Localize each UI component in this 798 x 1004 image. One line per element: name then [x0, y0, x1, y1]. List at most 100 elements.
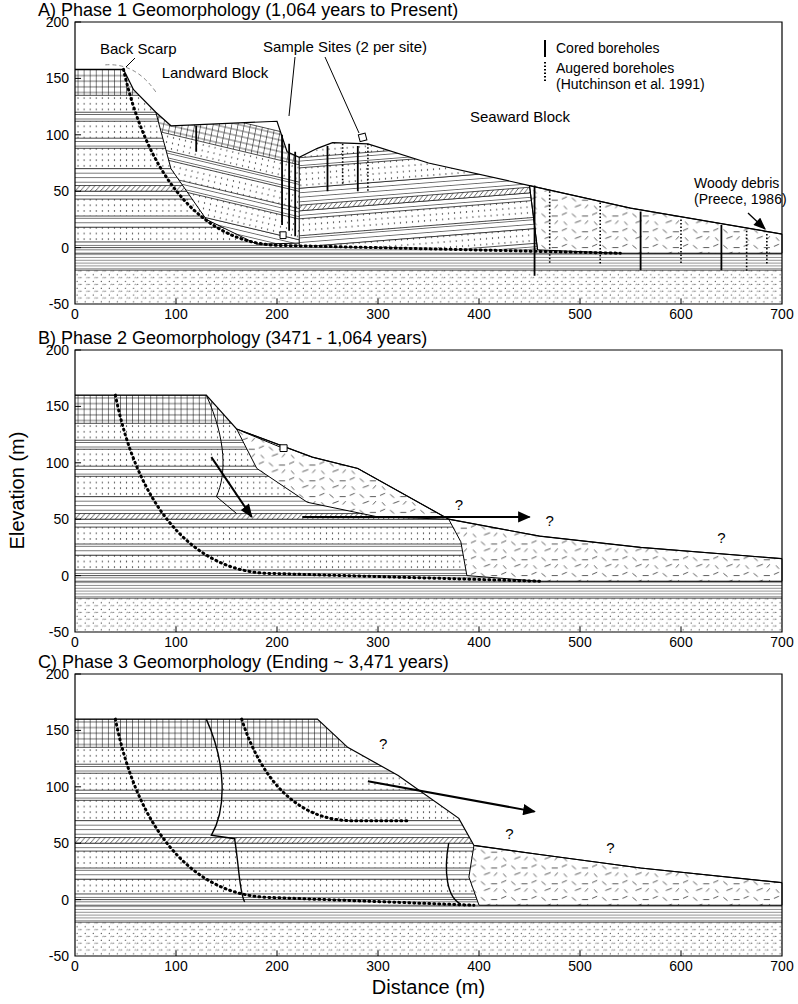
- section-graphic: [75, 674, 782, 956]
- section-graphic: [68, 49, 788, 340]
- feature-label: Seaward Block: [470, 108, 570, 125]
- axis-tick-label: -50: [49, 948, 69, 964]
- axis-tick-label: 150: [46, 398, 69, 414]
- panel-title: C) Phase 3 Geomorphology (Ending ~ 3,471…: [38, 652, 449, 673]
- axis-tick-label: 0: [61, 568, 69, 584]
- section-graphic: [75, 395, 782, 632]
- axis-tick-label: 400: [467, 306, 490, 322]
- section-graphic: [358, 133, 367, 142]
- axis-tick-label: 300: [366, 958, 389, 974]
- axis-tick-label: 200: [265, 958, 288, 974]
- section-graphic: [75, 350, 782, 632]
- axis-title: Elevation (m): [7, 431, 30, 549]
- axis-tick-label: 0: [71, 306, 79, 322]
- axis-tick-label: 100: [164, 306, 187, 322]
- axis-tick-label: 0: [71, 634, 79, 650]
- section-graphic: [242, 431, 280, 447]
- section-graphic: [196, 126, 721, 276]
- axis-tick-label: 700: [770, 958, 793, 974]
- section-graphic: [469, 845, 782, 905]
- section-graphic: [123, 69, 620, 253]
- uncertainty-mark: ?: [546, 512, 554, 529]
- axis-tick-label: -50: [49, 296, 69, 312]
- axis-tick-label: 500: [568, 958, 591, 974]
- section-graphic: [75, 350, 782, 632]
- axis-tick-label: 700: [770, 306, 793, 322]
- uncertainty-mark: ?: [717, 529, 725, 546]
- feature-label: Back Scarp: [100, 40, 177, 57]
- section-graphic: [280, 232, 286, 239]
- section-graphic: [68, 22, 788, 341]
- section-graphic: [469, 845, 782, 905]
- section-graphic: [748, 213, 765, 229]
- section-graphic: [368, 781, 535, 811]
- axis-tick-label: 200: [46, 342, 69, 358]
- section-graphic: [75, 69, 782, 234]
- uncertainty-mark: ?: [505, 825, 513, 842]
- section-graphic: [343, 144, 767, 273]
- axis-tick-label: 200: [46, 666, 69, 682]
- axis-tick-label: 600: [669, 306, 692, 322]
- section-graphic: [105, 65, 156, 92]
- axis-tick-label: 300: [366, 306, 389, 322]
- axis-tick-label: 100: [46, 127, 69, 143]
- axis-tick-label: 200: [265, 306, 288, 322]
- axis-tick-label: 600: [669, 634, 692, 650]
- section-graphic: [206, 719, 244, 902]
- uncertainty-mark: ?: [379, 735, 387, 752]
- axis-tick-label: 100: [164, 958, 187, 974]
- section-graphic: [75, 674, 782, 956]
- axis-tick-label: 0: [71, 958, 79, 974]
- axis-tick-label: 400: [467, 958, 490, 974]
- axis-tick-label: 100: [164, 634, 187, 650]
- section-graphic: [242, 719, 409, 821]
- section-graphic: [211, 457, 251, 517]
- section-graphic: [446, 843, 460, 904]
- axis-tick-label: 150: [46, 70, 69, 86]
- section-graphic: [115, 395, 539, 581]
- panel-title: B) Phase 2 Geomorphology (3471 - 1,064 y…: [38, 328, 427, 349]
- section-graphic: [75, 22, 782, 304]
- axis-title: Distance (m): [372, 976, 485, 999]
- section-graphic: [115, 719, 474, 905]
- axis-tick-label: 500: [568, 306, 591, 322]
- section-graphic: [237, 429, 449, 519]
- axis-tick-label: 700: [770, 634, 793, 650]
- section-graphic: [126, 57, 359, 133]
- section-graphic: [544, 40, 546, 57]
- section-graphic: [156, 112, 538, 250]
- axis-tick-label: 150: [46, 722, 69, 738]
- axis-tick-label: 200: [265, 634, 288, 650]
- uncertainty-mark: ?: [606, 839, 614, 856]
- panel-title: A) Phase 1 Geomorphology (1,064 years to…: [38, 0, 458, 21]
- axis-tick-label: 600: [669, 958, 692, 974]
- axis-tick-label: -50: [49, 624, 69, 640]
- panel-b-section: [75, 350, 782, 632]
- axis-tick-label: 100: [46, 779, 69, 795]
- section-graphic: [237, 429, 449, 519]
- axis-tick-label: 300: [366, 634, 389, 650]
- section-graphic: [302, 516, 529, 518]
- feature-label: Sample Sites (2 per site): [263, 38, 427, 55]
- axis-tick-label: 400: [467, 634, 490, 650]
- axis-tick-label: 500: [568, 634, 591, 650]
- legend-label: Cored boreholes: [556, 40, 660, 56]
- section-graphic: [544, 62, 546, 82]
- section-graphic: [75, 22, 782, 304]
- axis-tick-label: 0: [61, 240, 69, 256]
- uncertainty-mark: ?: [455, 496, 463, 513]
- section-graphic: [206, 395, 236, 513]
- axis-tick-label: 50: [53, 511, 69, 527]
- section-graphic: [280, 445, 287, 452]
- axis-tick-label: 50: [53, 183, 69, 199]
- feature-label: Landward Block: [162, 64, 269, 81]
- section-graphic: [75, 719, 782, 956]
- feature-label: Woody debris (Preece, 1986): [694, 175, 792, 207]
- axis-tick-label: 200: [46, 14, 69, 30]
- axis-tick-label: 100: [46, 455, 69, 471]
- axis-tick-label: 50: [53, 835, 69, 851]
- legend-label: Augered boreholes (Hutchinson et al. 199…: [556, 60, 736, 92]
- panel-c-section: [75, 674, 782, 956]
- axis-tick-label: 0: [61, 892, 69, 908]
